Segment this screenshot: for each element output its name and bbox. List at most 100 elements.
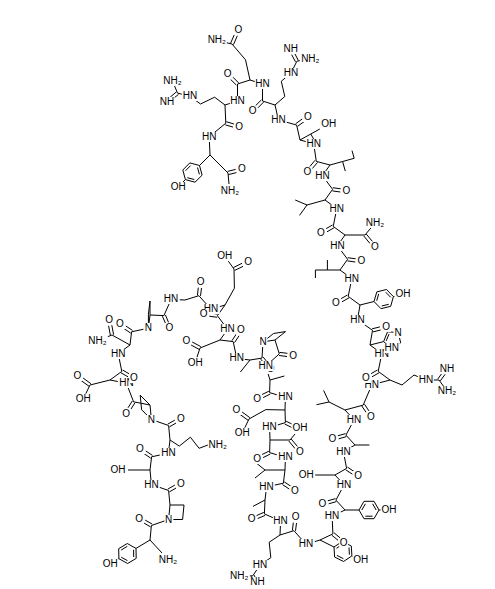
atom-label: O	[104, 315, 114, 325]
bond-line	[197, 348, 200, 357]
atom-label: HN	[229, 96, 245, 106]
bond-line	[169, 488, 176, 492]
bond-line	[307, 200, 325, 205]
atom-label: NH₂	[158, 555, 178, 565]
atom-label: NH₂	[220, 186, 240, 196]
atom-label: NH₂	[300, 54, 320, 64]
atom-label: HN	[277, 452, 293, 462]
atom-label: OH	[170, 182, 187, 192]
bond-line	[200, 155, 211, 166]
bond-line	[128, 401, 132, 408]
bond-line	[258, 102, 264, 108]
bond-line	[341, 295, 348, 299]
bond-line	[370, 342, 384, 345]
atom-label: O	[328, 434, 338, 444]
atom-label: N	[393, 328, 402, 338]
bond-line	[342, 298, 349, 302]
bond-line	[338, 434, 346, 436]
bond-line	[232, 334, 236, 341]
atom-label: O	[302, 167, 312, 177]
atom-label: NH₂	[162, 76, 182, 86]
bond-line	[362, 504, 366, 510]
atom-label: HN	[335, 447, 351, 457]
atom-label: HN	[277, 392, 293, 402]
bond-line	[112, 325, 114, 335]
bond-line	[146, 451, 153, 455]
atom-label: HN	[258, 482, 274, 492]
bond-line	[165, 315, 168, 322]
bond-line	[170, 437, 210, 448]
bond-line	[345, 235, 365, 236]
bond-line	[296, 523, 297, 531]
bond-line	[270, 376, 284, 380]
atom-label: O	[233, 25, 243, 35]
bond-line	[329, 502, 337, 504]
atom-label: O	[237, 164, 247, 174]
atom-label: OH	[187, 358, 204, 368]
bond-line	[255, 470, 265, 478]
atom-label: HN	[324, 511, 340, 521]
bond-line	[374, 290, 393, 309]
bond-line	[249, 410, 285, 419]
bond-line	[110, 80, 390, 544]
atom-label: O	[234, 122, 244, 132]
atom-label: HN	[229, 353, 245, 363]
atom-label: NH	[159, 97, 175, 107]
atom-label: HN	[383, 343, 399, 353]
bond-line	[346, 470, 353, 474]
atom-label: O	[243, 257, 253, 267]
atom-label: O	[247, 514, 257, 524]
atom-label: O	[381, 322, 391, 332]
atom-label: NH₂	[365, 218, 385, 228]
bond-line	[291, 439, 297, 446]
bond-line	[235, 266, 244, 270]
bond-line	[359, 501, 379, 518]
bond-line	[320, 540, 334, 547]
bond-line	[324, 390, 329, 402]
atom-label: NH₂	[87, 336, 107, 346]
atom-label: HN	[344, 274, 360, 284]
bond-line	[168, 485, 175, 489]
bond-line	[352, 151, 354, 159]
atom-label: O	[295, 447, 305, 457]
bond-line	[348, 258, 356, 259]
bond-line	[90, 380, 110, 385]
bond-line	[234, 36, 238, 45]
bond-line	[373, 330, 381, 332]
atom-label: O	[135, 444, 145, 454]
bond-line	[298, 122, 305, 127]
bond-line	[386, 334, 389, 341]
bond-line	[258, 515, 265, 518]
bond-line	[168, 420, 175, 424]
bond-line	[128, 470, 150, 471]
bond-line	[169, 423, 176, 427]
bond-line	[144, 523, 151, 527]
atom-label: HN	[160, 448, 176, 458]
bond-line	[197, 288, 199, 296]
bond-line	[233, 263, 242, 267]
atom-label: OH	[352, 555, 369, 565]
atom-label: O	[121, 409, 131, 419]
bond-line	[145, 520, 152, 524]
bond-line	[279, 356, 287, 357]
atom-label: N	[258, 337, 267, 347]
bond-line	[121, 546, 127, 550]
atom-label: O	[361, 373, 371, 383]
bond-line	[315, 475, 335, 476]
atom-label: HN	[305, 139, 321, 149]
atom-label: HN	[252, 560, 268, 570]
bond-line	[377, 294, 379, 301]
bond-line	[263, 394, 270, 398]
bond-line	[327, 270, 340, 271]
bond-line	[133, 550, 134, 557]
bond-line	[347, 261, 355, 262]
atom-label: O	[181, 336, 191, 346]
bond-line	[162, 316, 165, 323]
atom-label: N	[164, 515, 173, 525]
atom-label: HN	[254, 79, 270, 89]
atom-label: O	[248, 106, 258, 116]
bond-line	[253, 500, 265, 506]
atom-label: O	[252, 394, 262, 404]
bond-line	[228, 173, 229, 184]
atom-label: NH₂	[437, 386, 457, 396]
